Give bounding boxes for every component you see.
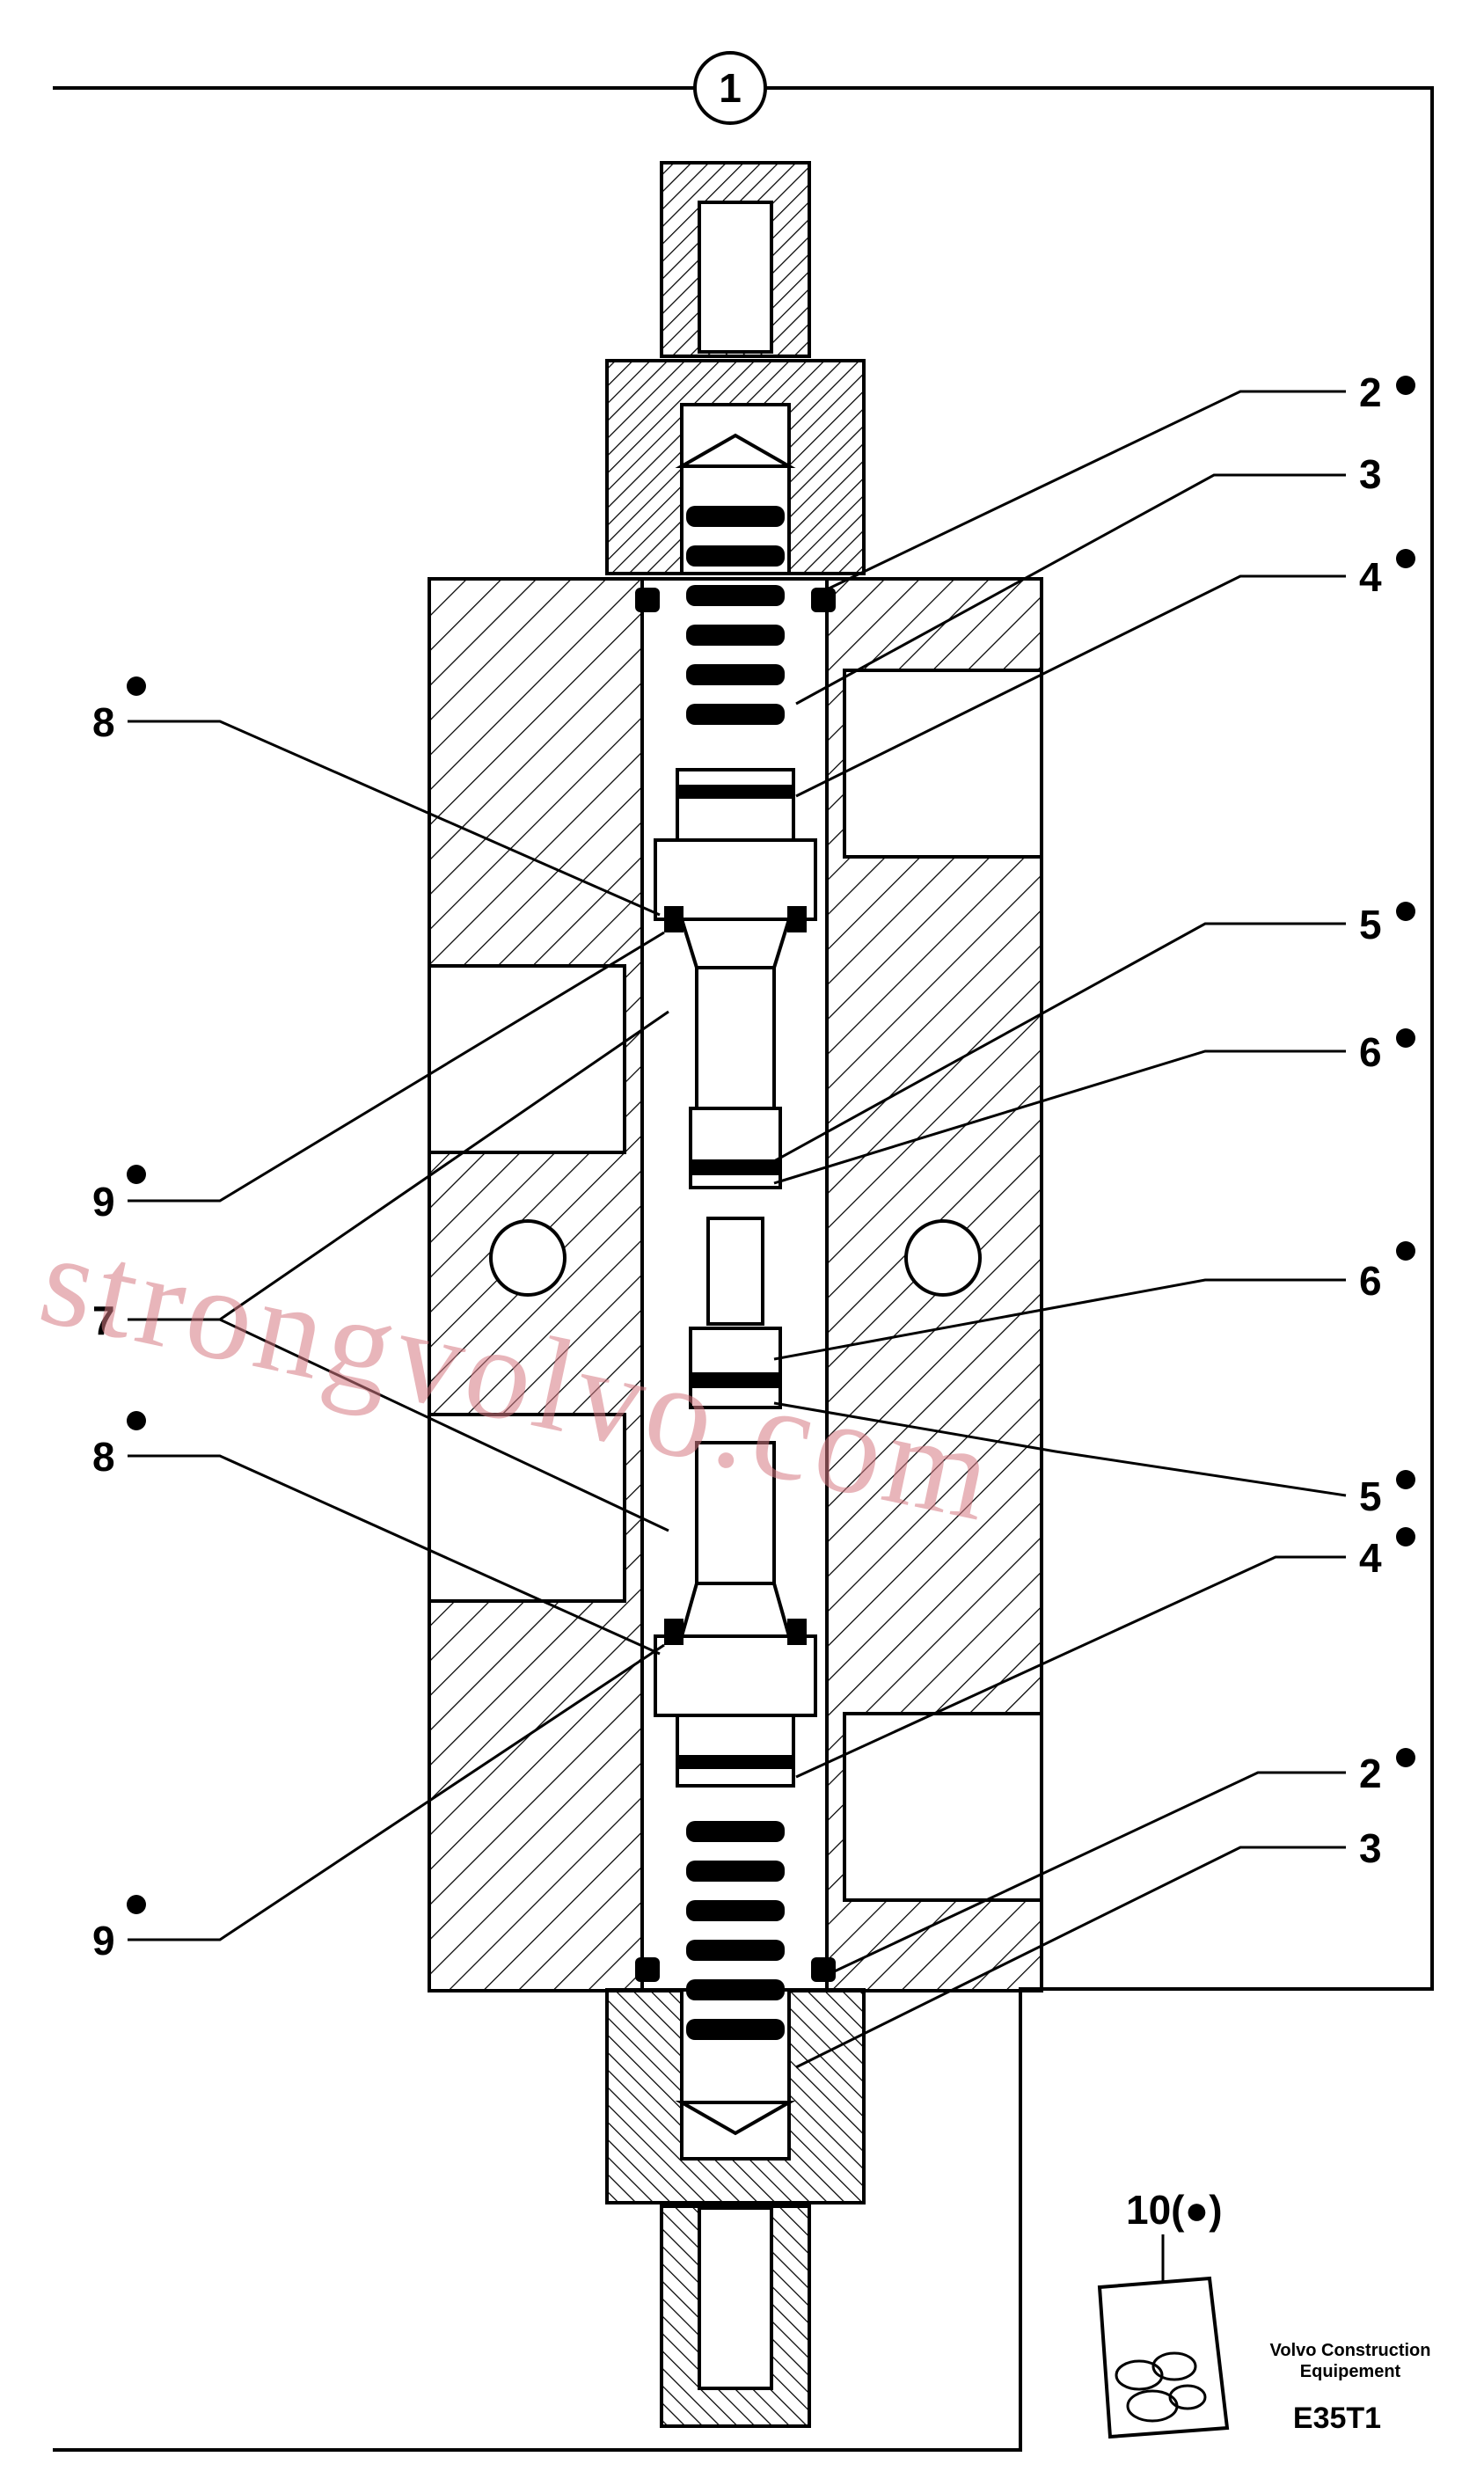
seal-kit-bag [1097,2234,1230,2439]
kit-label: 10(●) [1126,2187,1223,2233]
callout-label: 6 [1359,1029,1382,1075]
callout-label: 4 [1359,554,1382,600]
callout-label: 3 [1359,451,1382,497]
callout-label: 4 [1359,1535,1382,1581]
bullet-dots [127,376,1415,1914]
callout-label: 8 [92,1434,115,1480]
leader-lines [128,390,1347,2069]
brand-line-1: Volvo Construction [1270,2341,1431,2360]
callout-label: 2 [1359,1751,1382,1796]
center-plunger [689,1107,782,1409]
assembly-balloon: 1 [693,51,767,125]
lower-spring [686,1821,785,2040]
bottom-fitting [605,1988,866,2428]
callout-label: 3 [1359,1825,1382,1871]
assembly-number: 1 [719,65,742,111]
brand-line-2: Equipement [1300,2362,1401,2381]
fitting-seals [635,588,836,1982]
callout-label: 6 [1359,1258,1382,1304]
upper-spring [686,506,785,725]
callout-labels: 2 3 4 5 6 6 5 4 2 3 8 9 7 8 9 [92,369,1382,1963]
callout-label: 7 [92,1298,115,1343]
drawing-code: E35T1 [1293,2402,1381,2435]
frame-outline [53,86,1434,2452]
lower-piston [654,1441,817,1788]
top-fitting [605,161,866,575]
callout-label: 9 [92,1918,115,1963]
callout-label: 5 [1359,1473,1382,1519]
upper-piston [654,768,817,1110]
callout-label: 5 [1359,902,1382,947]
callout-label: 9 [92,1179,115,1225]
callout-label: 8 [92,699,115,745]
callout-label: 2 [1359,369,1382,415]
